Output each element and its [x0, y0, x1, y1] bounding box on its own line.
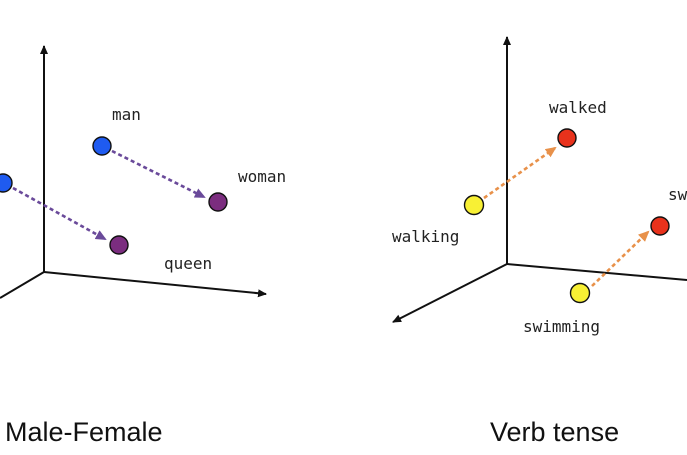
label-walking: walking	[392, 227, 459, 246]
label-swam-partial: sw	[668, 185, 687, 204]
label-walked: walked	[549, 98, 607, 117]
right-axes	[392, 36, 687, 323]
label-swimming: swimming	[523, 317, 600, 336]
male-female-panel: man woman queen Male-Female	[0, 45, 286, 447]
right-z-axis	[392, 263, 508, 323]
left-axes	[0, 45, 267, 299]
woman-point	[208, 192, 228, 212]
caption-verb-tense: Verb tense	[490, 417, 619, 447]
walking-point	[463, 194, 485, 216]
label-man: man	[112, 105, 141, 124]
swimming-to-swam-arrow	[591, 230, 650, 287]
walked-point	[557, 128, 577, 148]
swam-point	[650, 216, 670, 236]
left-x-axis	[43, 271, 267, 298]
walking-to-walked-arrow	[483, 146, 557, 200]
label-queen: queen	[164, 254, 212, 273]
label-woman: woman	[238, 167, 286, 186]
queen-point	[109, 235, 129, 255]
man-to-woman-arrow	[111, 149, 206, 199]
man-point	[92, 136, 112, 156]
left-z-axis	[0, 271, 45, 299]
king-point	[0, 173, 13, 193]
right-x-axis	[506, 263, 687, 281]
caption-male-female: Male-Female	[5, 417, 163, 447]
verb-tense-panel: walked walking swimming sw Verb tense	[392, 36, 687, 447]
king-to-queen-arrow	[12, 186, 107, 241]
swimming-point	[569, 282, 591, 304]
